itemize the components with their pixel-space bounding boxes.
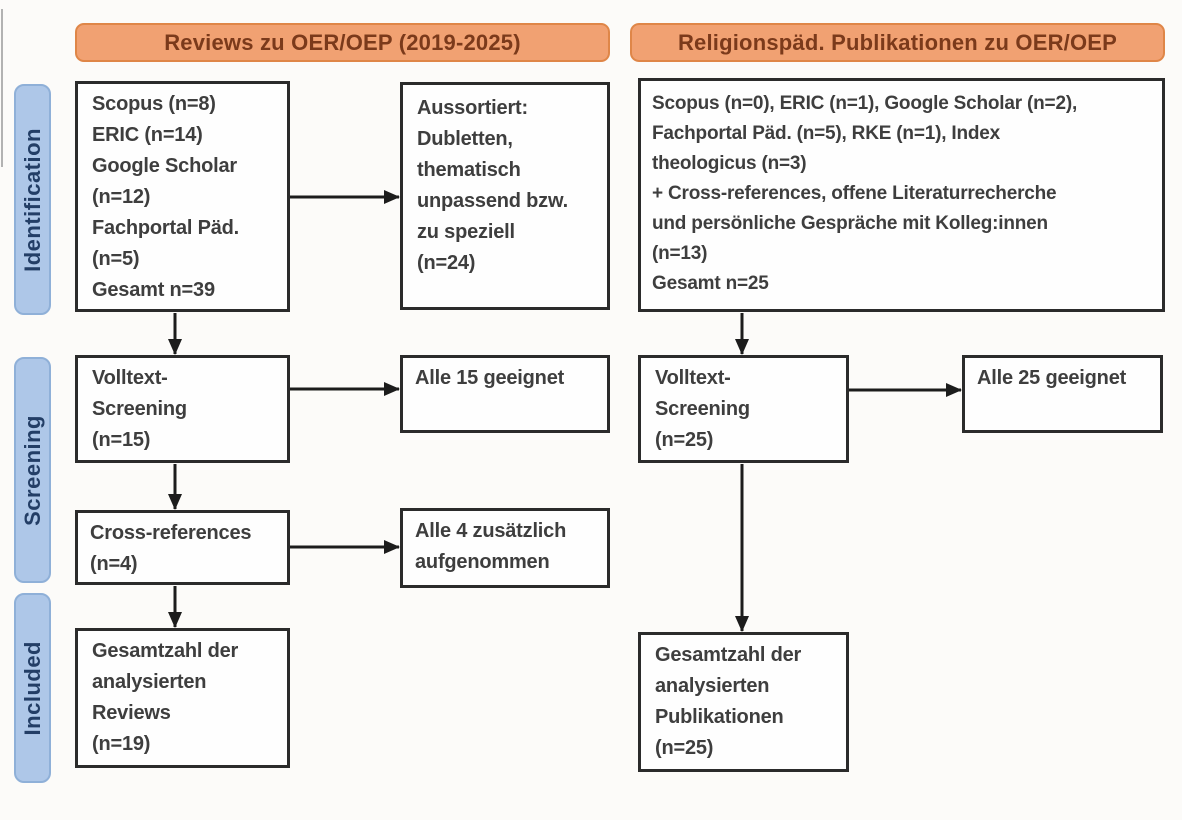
box-left-fulltext-result: Alle 15 geeignet [400,355,610,433]
box-right-fulltext-screening: Volltext- Screening (n=25) [638,355,849,463]
box-left-excluded: Aussortiert: Dubletten, thematisch unpas… [400,82,610,310]
stage-label-screening: Screening [14,357,51,583]
stage-label-screening-text: Screening [19,414,45,526]
scan-artifact-line [1,9,3,167]
box-right-fulltext-result: Alle 25 geeignet [962,355,1163,433]
column-header-religionspaed: Religionspäd. Publikationen zu OER/OEP [630,23,1165,62]
box-left-sources: Scopus (n=8) ERIC (n=14) Google Scholar … [75,81,290,312]
box-left-crossreferences-result: Alle 4 zusätzlich aufgenommen [400,508,610,588]
stage-label-included-text: Included [19,640,45,736]
box-left-crossreferences: Cross-references (n=4) [75,510,290,585]
stage-label-included: Included [14,593,51,783]
box-right-sources: Scopus (n=0), ERIC (n=1), Google Scholar… [638,78,1165,312]
stage-label-identification: Identification [14,84,51,315]
box-left-fulltext-screening: Volltext- Screening (n=15) [75,355,290,463]
box-right-included-total: Gesamtzahl der analysierten Publikatione… [638,632,849,772]
stage-label-identification-text: Identification [19,127,45,272]
box-left-included-total: Gesamtzahl der analysierten Reviews (n=1… [75,628,290,768]
column-header-reviews: Reviews zu OER/OEP (2019-2025) [75,23,610,62]
